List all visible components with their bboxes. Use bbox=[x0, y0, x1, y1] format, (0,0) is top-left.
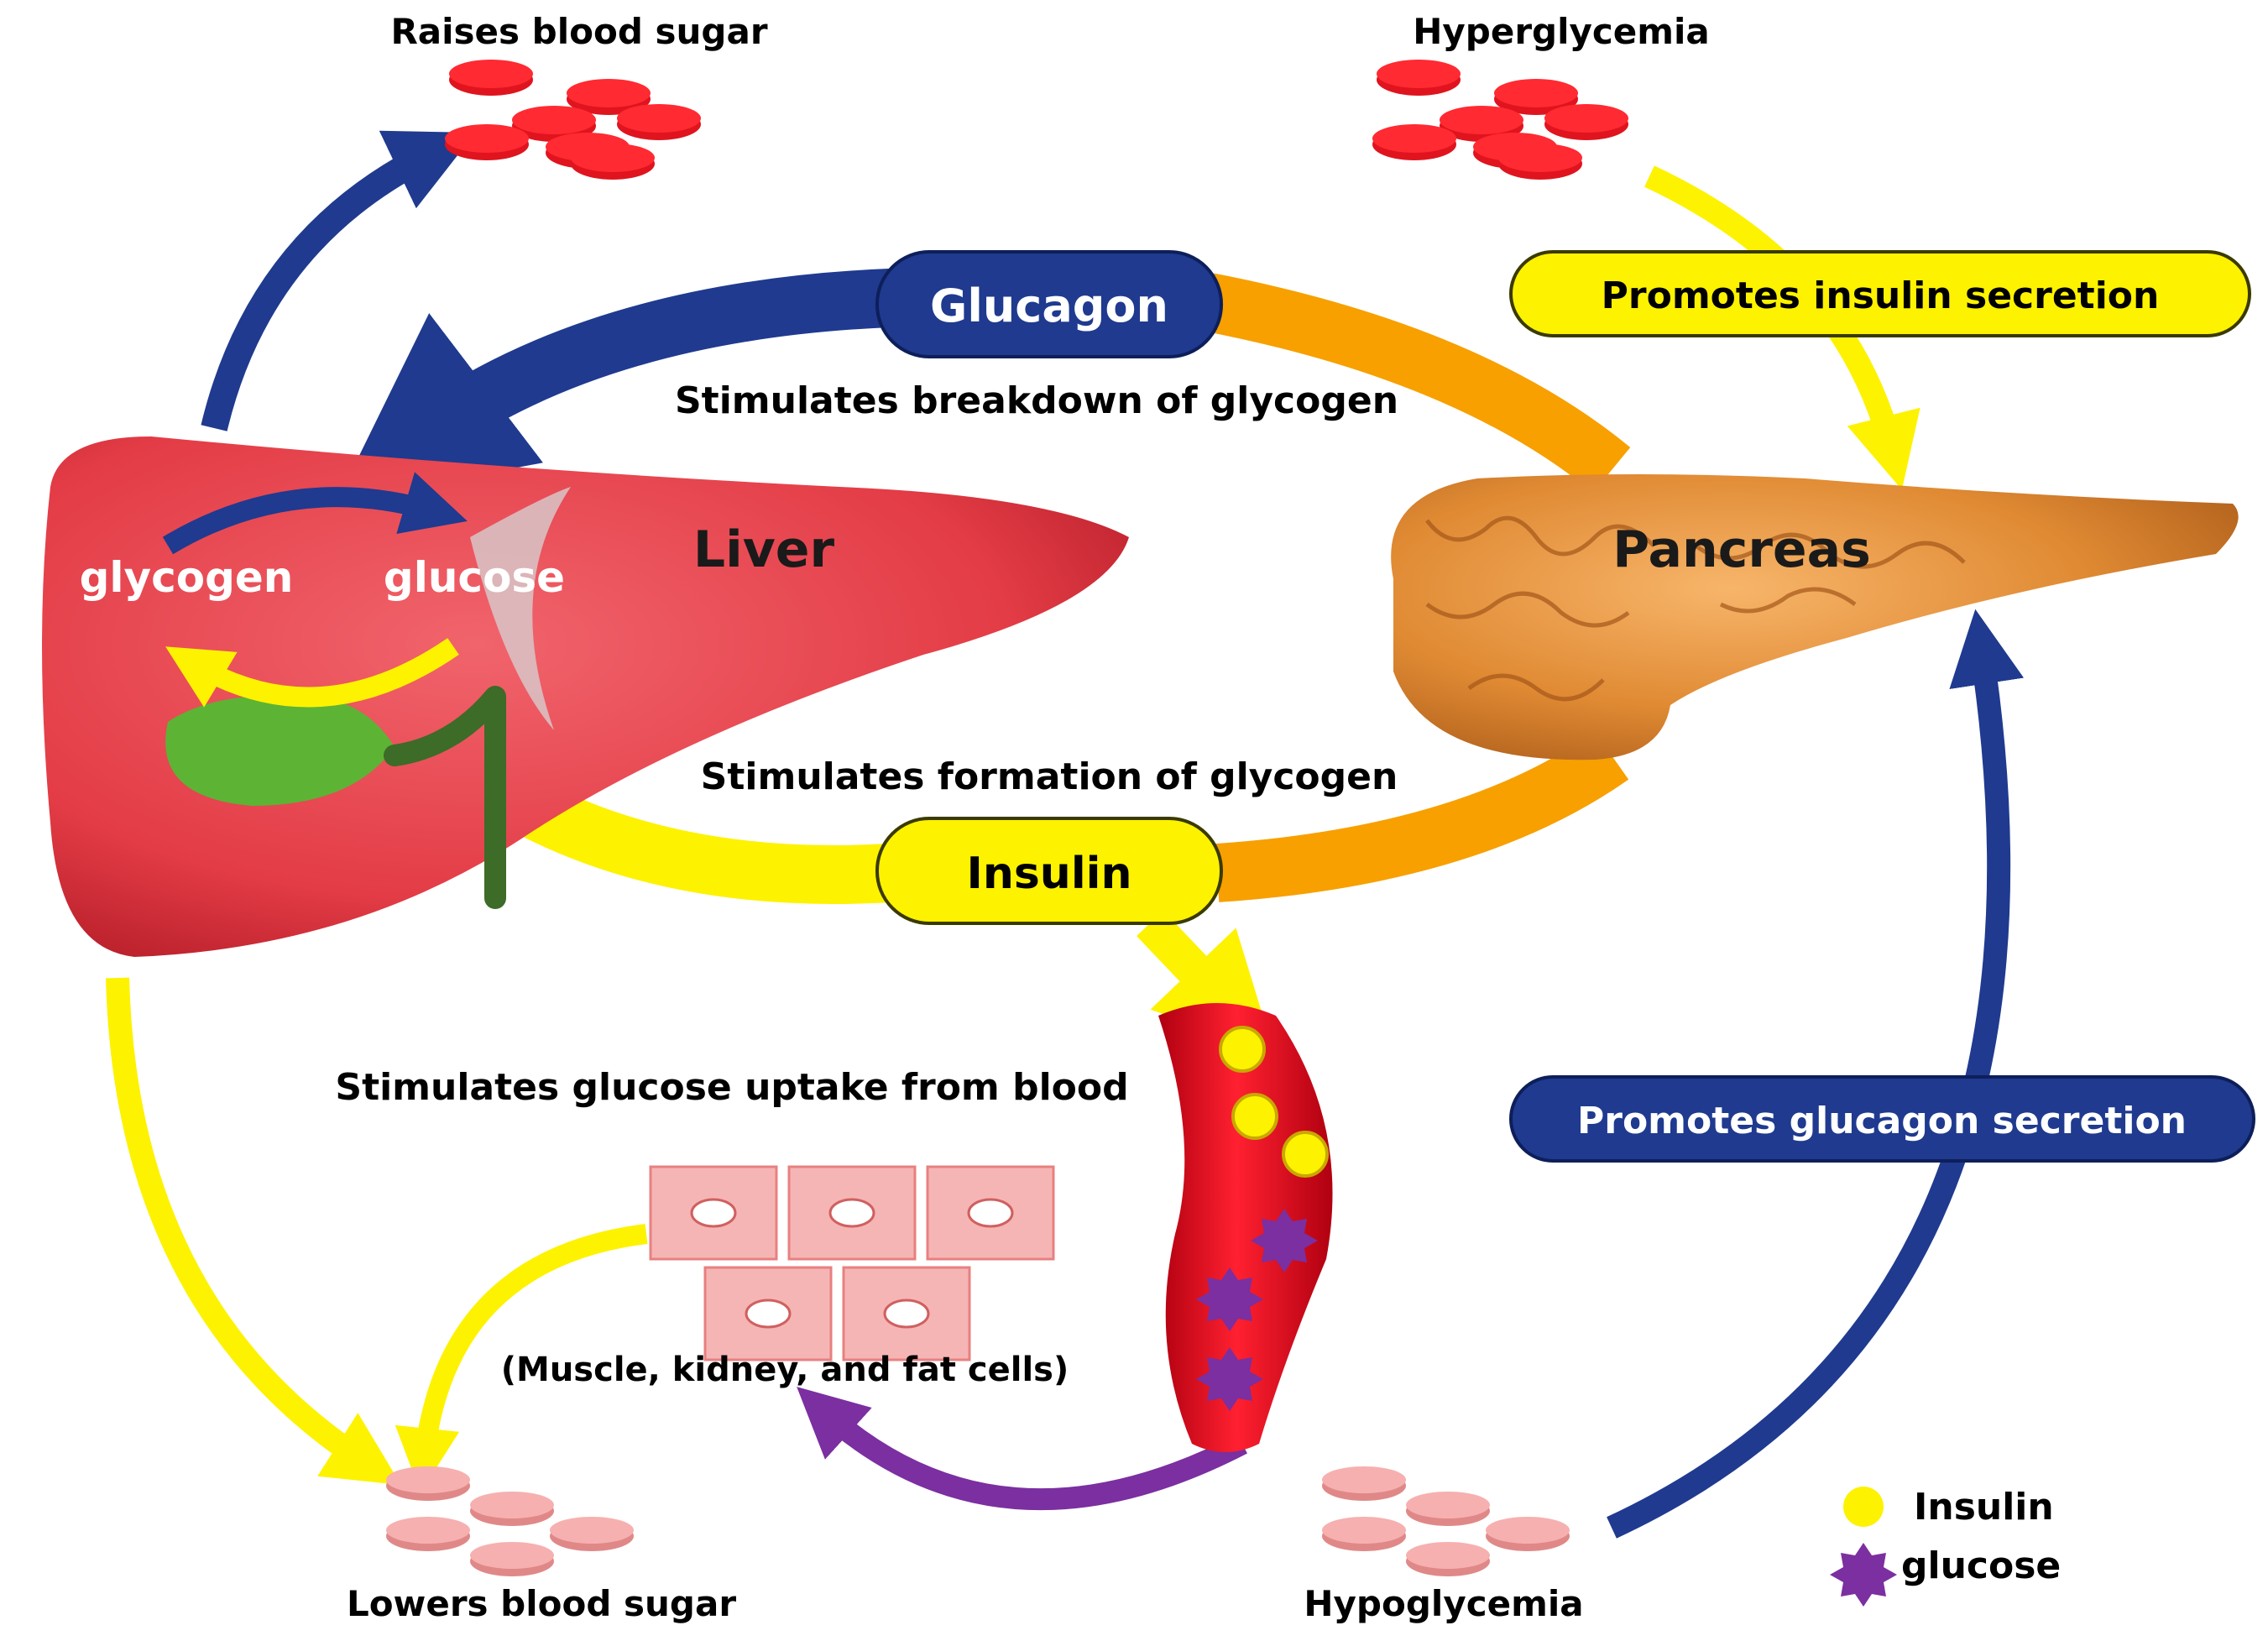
glycogen-label: glycogen bbox=[80, 553, 294, 602]
insulin-particle bbox=[1282, 1131, 1329, 1178]
liver-organ bbox=[42, 436, 1129, 957]
hyperglycemia-label: Hyperglycemia bbox=[1413, 11, 1710, 52]
legend-glucose-swatch bbox=[1830, 1543, 1897, 1607]
hypoglycemia-to-pancreas-arrow bbox=[1607, 609, 2025, 1539]
vessel-to-cells-arrow bbox=[797, 1387, 1247, 1511]
high-sugar-discs-left bbox=[445, 60, 701, 180]
glucose-to-glycogen-arrow bbox=[165, 638, 459, 708]
lowers-blood-sugar-label: Lowers blood sugar bbox=[347, 1583, 736, 1624]
legend-insulin-swatch bbox=[1843, 1487, 1884, 1527]
promotes-insulin-pill bbox=[1509, 250, 2251, 337]
insulin-particle bbox=[1219, 1026, 1266, 1073]
glucose-particle bbox=[1251, 1209, 1318, 1273]
glucagon-pill bbox=[875, 250, 1223, 358]
glucagon-label: Glucagon bbox=[930, 280, 1168, 332]
promotes-glucagon-label: Promotes glucagon secretion bbox=[1577, 1100, 2187, 1142]
glucagon-to-liver-arrow bbox=[336, 269, 891, 502]
pancreas-label: Pancreas bbox=[1612, 520, 1871, 579]
insulin-pill bbox=[875, 817, 1223, 925]
liver-to-lowers-arrow bbox=[106, 977, 401, 1486]
promotes-insulin-label: Promotes insulin secretion bbox=[1602, 274, 2160, 317]
glucose-particle bbox=[1196, 1267, 1263, 1331]
low-sugar-discs-right bbox=[1322, 1466, 1570, 1576]
pancreas-organ bbox=[1391, 474, 2239, 760]
stimulates-breakdown-label: Stimulates breakdown of glycogen bbox=[675, 379, 1398, 422]
legend: Insulin glucose bbox=[1830, 1486, 2061, 1607]
legend-glucose-label: glucose bbox=[1901, 1544, 2061, 1587]
promotes-glucagon-pill bbox=[1509, 1075, 2255, 1163]
raises-blood-sugar-label: Raises blood sugar bbox=[390, 11, 767, 52]
insulin-particle bbox=[1231, 1093, 1278, 1140]
orange-arc-bottom bbox=[1215, 731, 1629, 902]
legend-insulin-label: Insulin bbox=[1914, 1486, 2054, 1529]
insulin-label: Insulin bbox=[966, 849, 1131, 899]
body-cells bbox=[649, 1165, 1055, 1361]
liver-to-raises-arrow bbox=[201, 130, 476, 431]
glucose-label: glucose bbox=[384, 553, 565, 602]
blood-vessel bbox=[1158, 1003, 1333, 1452]
low-sugar-discs-left bbox=[386, 1466, 634, 1576]
stimulates-formation-label: Stimulates formation of glycogen bbox=[701, 755, 1398, 798]
insulin-to-vessel-arrow bbox=[1137, 910, 1275, 1054]
glycogen-to-glucose-arrow bbox=[162, 472, 468, 555]
high-sugar-discs-right bbox=[1372, 60, 1628, 180]
glucose-particle bbox=[1196, 1347, 1263, 1411]
cells-caption: (Muscle, kidney, and fat cells) bbox=[501, 1351, 1069, 1389]
stimulates-uptake-label: Stimulates glucose uptake from blood bbox=[335, 1066, 1128, 1109]
liver-label: Liver bbox=[693, 520, 835, 579]
cells-to-lowers-arrow bbox=[395, 1224, 648, 1493]
hypoglycemia-label: Hypoglycemia bbox=[1304, 1583, 1583, 1624]
orange-arc-top bbox=[1203, 273, 1631, 494]
